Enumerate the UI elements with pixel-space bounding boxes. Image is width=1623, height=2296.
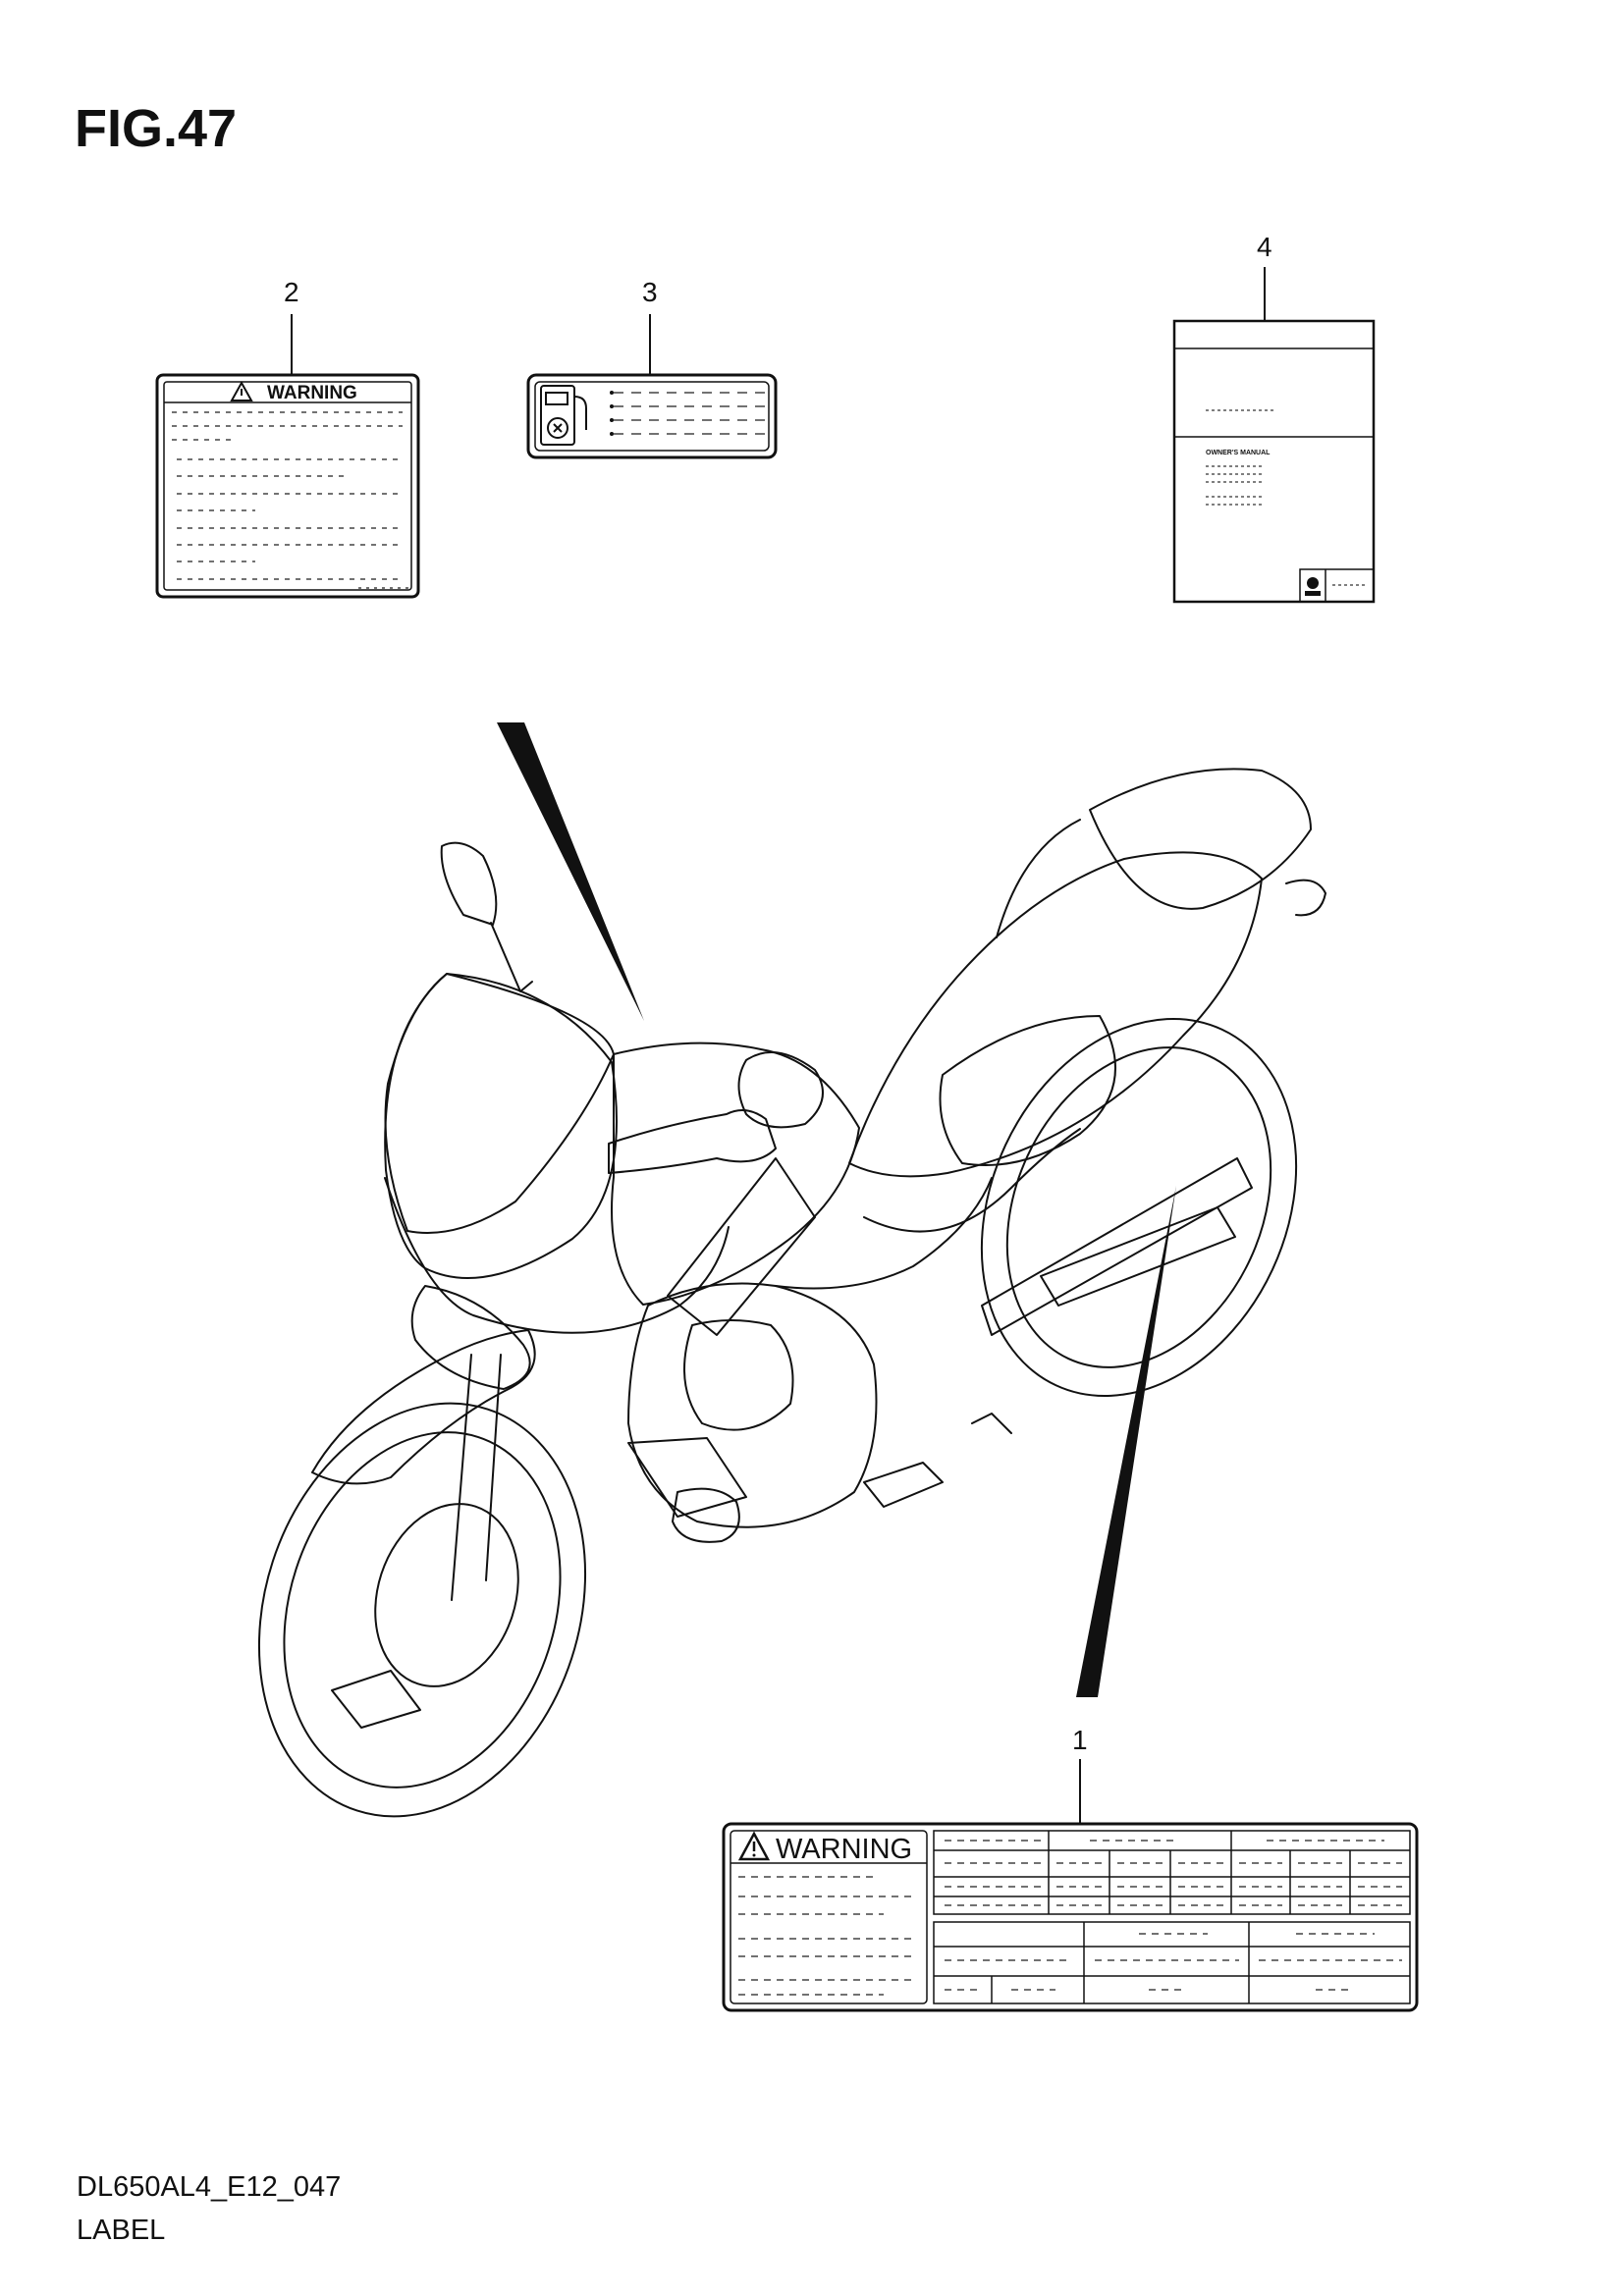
callout-2: 2 (284, 277, 299, 307)
brand-logo-icon (1305, 577, 1321, 596)
warning-label-large (722, 1822, 1419, 2012)
callout-1: 1 (1072, 1725, 1088, 1755)
callout-3: 3 (642, 277, 658, 307)
warning-triangle-icon (737, 1831, 771, 1861)
warning-triangle-icon (230, 380, 253, 401)
figure-title: FIG.47 (75, 99, 238, 158)
section-name: LABEL (77, 2215, 166, 2246)
motorcycle-illustration (257, 768, 1326, 1818)
warning-label-small (155, 373, 420, 599)
owners-manual (1172, 319, 1376, 604)
callout-4: 4 (1257, 232, 1272, 262)
pointer-wedge-lower (1076, 1186, 1176, 1697)
fuel-label (526, 373, 778, 459)
warning-label-large-heading: WARNING (776, 1834, 912, 1865)
pointer-wedge-upper (497, 722, 644, 1021)
owners-manual-title: OWNER'S MANUAL (1206, 450, 1271, 456)
drawing-code: DL650AL4_E12_047 (77, 2171, 342, 2203)
warning-label-small-heading: WARNING (267, 383, 357, 403)
fuel-pump-icon (540, 385, 587, 446)
